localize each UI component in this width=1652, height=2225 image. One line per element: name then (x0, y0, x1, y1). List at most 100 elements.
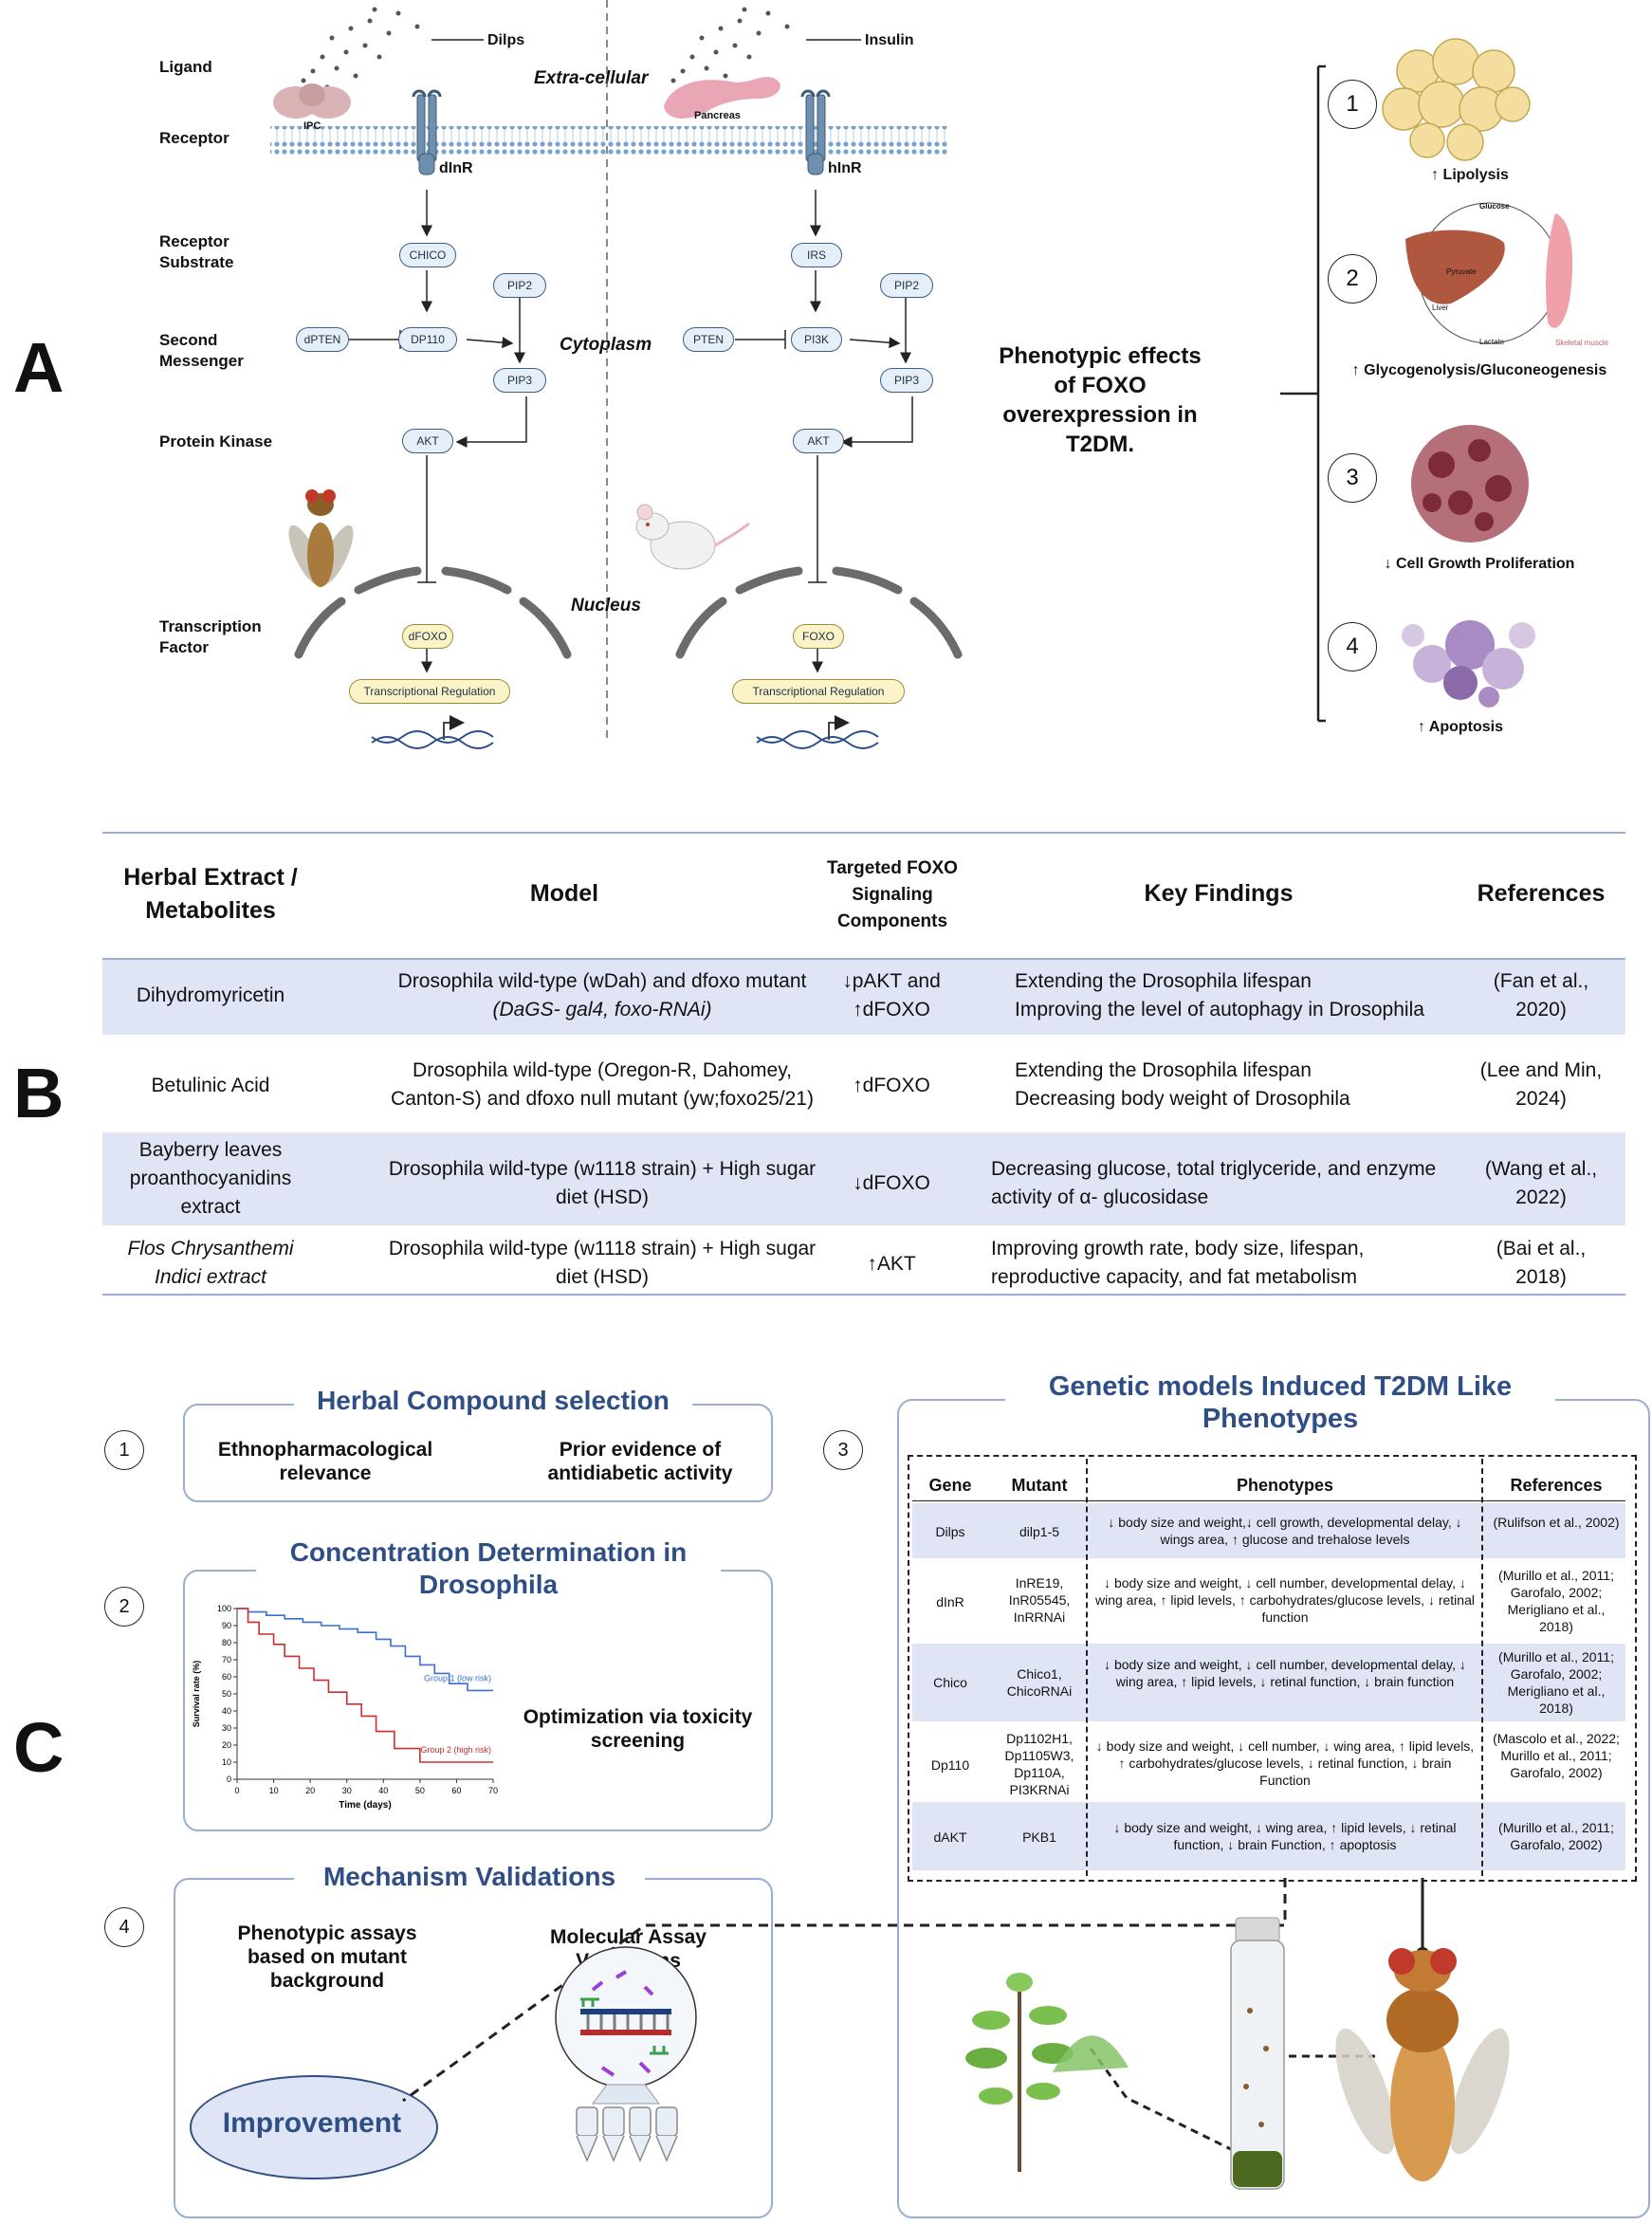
phenotype-bracket (1280, 64, 1326, 723)
table-top-rule (102, 832, 1625, 834)
gene-row-band-dilps (912, 1503, 1625, 1558)
hinr-receptor-icon (800, 89, 831, 175)
row3-model-1: Drosophila wild-type (w1118 strain) + Hi… (388, 1158, 817, 1180)
y-tick-label: 90 (222, 1621, 231, 1630)
x-tick-label: 0 (234, 1786, 239, 1795)
ipc-brain-icon (273, 83, 351, 119)
row3-finding-1: Decreasing glucose, total triglyceride, … (991, 1158, 1437, 1180)
row4-target-1: ↑AKT (867, 1253, 916, 1275)
gene-row-band-chico (912, 1644, 1625, 1721)
node-akt-human: AKT (793, 429, 844, 453)
gene-table-frame (908, 1455, 1637, 1882)
node-dfoxo: dFOXO (402, 624, 453, 649)
node-transcription-human: Transcriptional Regulation (732, 679, 905, 704)
row1-model-1: Drosophila wild-type (wDah) and dfoxo mu… (397, 970, 807, 992)
y-tick-label: 60 (222, 1672, 231, 1682)
gene-row-chico-mutant: Chico1, ChicoRNAi (1006, 1666, 1073, 1699)
phenotype-label-4: ↑ Apoptosis (1417, 719, 1504, 735)
row2-ref-2: 2024) (1515, 1088, 1567, 1110)
row3-model-2: diet (HSD) (555, 1186, 650, 1208)
table-bottom-rule (102, 1294, 1625, 1296)
gene-row-dp110-ref: (Mascolo et al., 2022; Murillo et al., 2… (1493, 1731, 1620, 1780)
adipocyte-icon (1382, 38, 1531, 161)
row3-ref-1: (Wang et al., (1484, 1158, 1598, 1180)
side-label-transcription-factor: Transcription Factor (159, 617, 262, 656)
y-tick-label: 20 (222, 1740, 231, 1750)
gene-row-dinr-gene: dInR (936, 1594, 964, 1609)
label-insulin: Insulin (865, 32, 914, 48)
row2-extract: Betulinic Acid (151, 1075, 270, 1096)
row3-finding-2: activity of α- glucosidase (991, 1186, 1209, 1208)
row4-ref-2: 2018) (1515, 1266, 1567, 1288)
herbal-plant-icon (965, 1973, 1129, 2172)
table-header-targets: Targeted FOXO Signaling Components (827, 858, 958, 931)
row3-ref-2: 2022) (1515, 1186, 1567, 1208)
improvement-label: Improvement (222, 2107, 402, 2139)
y-tick-label: 80 (222, 1638, 231, 1647)
row2-ref-1: (Lee and Min, (1479, 1059, 1603, 1081)
node-dpten: dPTEN (296, 327, 349, 352)
cell-membrane (270, 126, 948, 155)
liver-muscle-icon (1405, 202, 1573, 344)
row1-target-2: ↑dFOXO (853, 999, 930, 1021)
survival-series-line-2 (237, 1608, 493, 1763)
step2-note: Optimization via toxicity screening (523, 1706, 753, 1752)
row4-extract: Flos Chrysanthemi Indici extract (127, 1238, 294, 1288)
panel-c-illustrations (402, 1878, 1510, 2190)
table-header-model: Model (529, 880, 599, 907)
label-lactate: Lactate (1479, 338, 1505, 346)
step-number-1: 1 (104, 1430, 144, 1470)
label-extracellular: Extra-cellular (534, 68, 649, 88)
step-number-2: 2 (104, 1587, 144, 1627)
label-hinr: hInR (828, 160, 862, 176)
row1-target-1: ↓pAKT and (842, 970, 941, 992)
phenotype-number-2: 2 (1328, 254, 1377, 303)
node-chico: CHICO (399, 243, 456, 267)
row1-finding-1: Extending the Drosophila lifespan (1015, 970, 1312, 992)
pancreas-icon (664, 77, 780, 119)
gene-row-dilps-gene: Dilps (935, 1524, 965, 1539)
row4-finding-1: Improving growth rate, body size, lifesp… (991, 1238, 1365, 1260)
panel-label-c: C (13, 1708, 64, 1787)
x-tick-label: 20 (305, 1786, 315, 1795)
survival-series-label-1: Group 1 (low risk) (424, 1673, 491, 1683)
insulin-dots (670, 7, 790, 90)
row2-finding-1: Extending the Drosophila lifespan (1015, 1059, 1312, 1081)
dna-icon-fly (371, 715, 494, 749)
row4-ref-1: (Bai et al., (1496, 1238, 1587, 1260)
phenotype-number-1: 1 (1328, 80, 1377, 129)
x-tick-label: 40 (378, 1786, 388, 1795)
y-tick-label: 0 (227, 1774, 231, 1784)
side-label-protein-kinase: Protein Kinase (159, 432, 273, 451)
table-row-band-3 (102, 1132, 1625, 1225)
gene-row-dinr-pheno: ↓ body size and weight, ↓ cell number, d… (1095, 1575, 1475, 1625)
mouse-icon (635, 504, 750, 570)
step1-left: Ethnopharmacological relevance (217, 1439, 433, 1484)
side-label-second-messenger: Second Messenger (159, 331, 244, 370)
gene-header-phenotypes: Phenotypes (1236, 1476, 1334, 1495)
phenotype-label-3: ↓ Cell Growth Proliferation (1384, 556, 1575, 572)
gene-row-dilps-pheno: ↓ body size and weight,↓ cell growth, de… (1108, 1515, 1462, 1547)
gene-row-dilps-ref: (Rulifson et al., 2002) (1493, 1515, 1620, 1530)
panel-label-a: A (13, 328, 64, 407)
y-tick-label: 50 (222, 1689, 231, 1699)
y-tick-label: 100 (217, 1604, 231, 1613)
phenotype-label-1: ↑ Lipolysis (1431, 167, 1509, 183)
x-axis-label: Time (days) (339, 1800, 391, 1811)
row3-extract: Bayberry leaves proanthocyanidins extrac… (129, 1139, 292, 1218)
gene-row-chico-ref: (Murillo et al., 2011; Garofalo, 2002; M… (1498, 1649, 1614, 1716)
step4-title: Mechanism Validations (294, 1861, 645, 1893)
row1-extract: Dihydromyricetin (136, 984, 285, 1006)
dna-icon-human (756, 715, 879, 749)
gene-header-mutant: Mutant (1011, 1476, 1068, 1495)
survival-series-label-2: Group 2 (high risk) (420, 1745, 491, 1755)
fruit-fly-icon (288, 489, 354, 587)
step2-title: Concentration Determination in Drosophil… (256, 1536, 721, 1601)
phenotype-label-2: ↑ Glycogenolysis/Gluconeogenesis (1351, 362, 1607, 378)
label-nucleus: Nucleus (571, 596, 641, 616)
step1-right: Prior evidence of antidiabetic activity (547, 1439, 733, 1484)
row3-target-1: ↓dFOXO (853, 1172, 930, 1194)
row2-model-1: Drosophila wild-type (Oregon-R, Dahomey, (413, 1059, 792, 1081)
node-pip2-fly: PIP2 (493, 273, 546, 298)
step-number-3: 3 (823, 1430, 863, 1470)
